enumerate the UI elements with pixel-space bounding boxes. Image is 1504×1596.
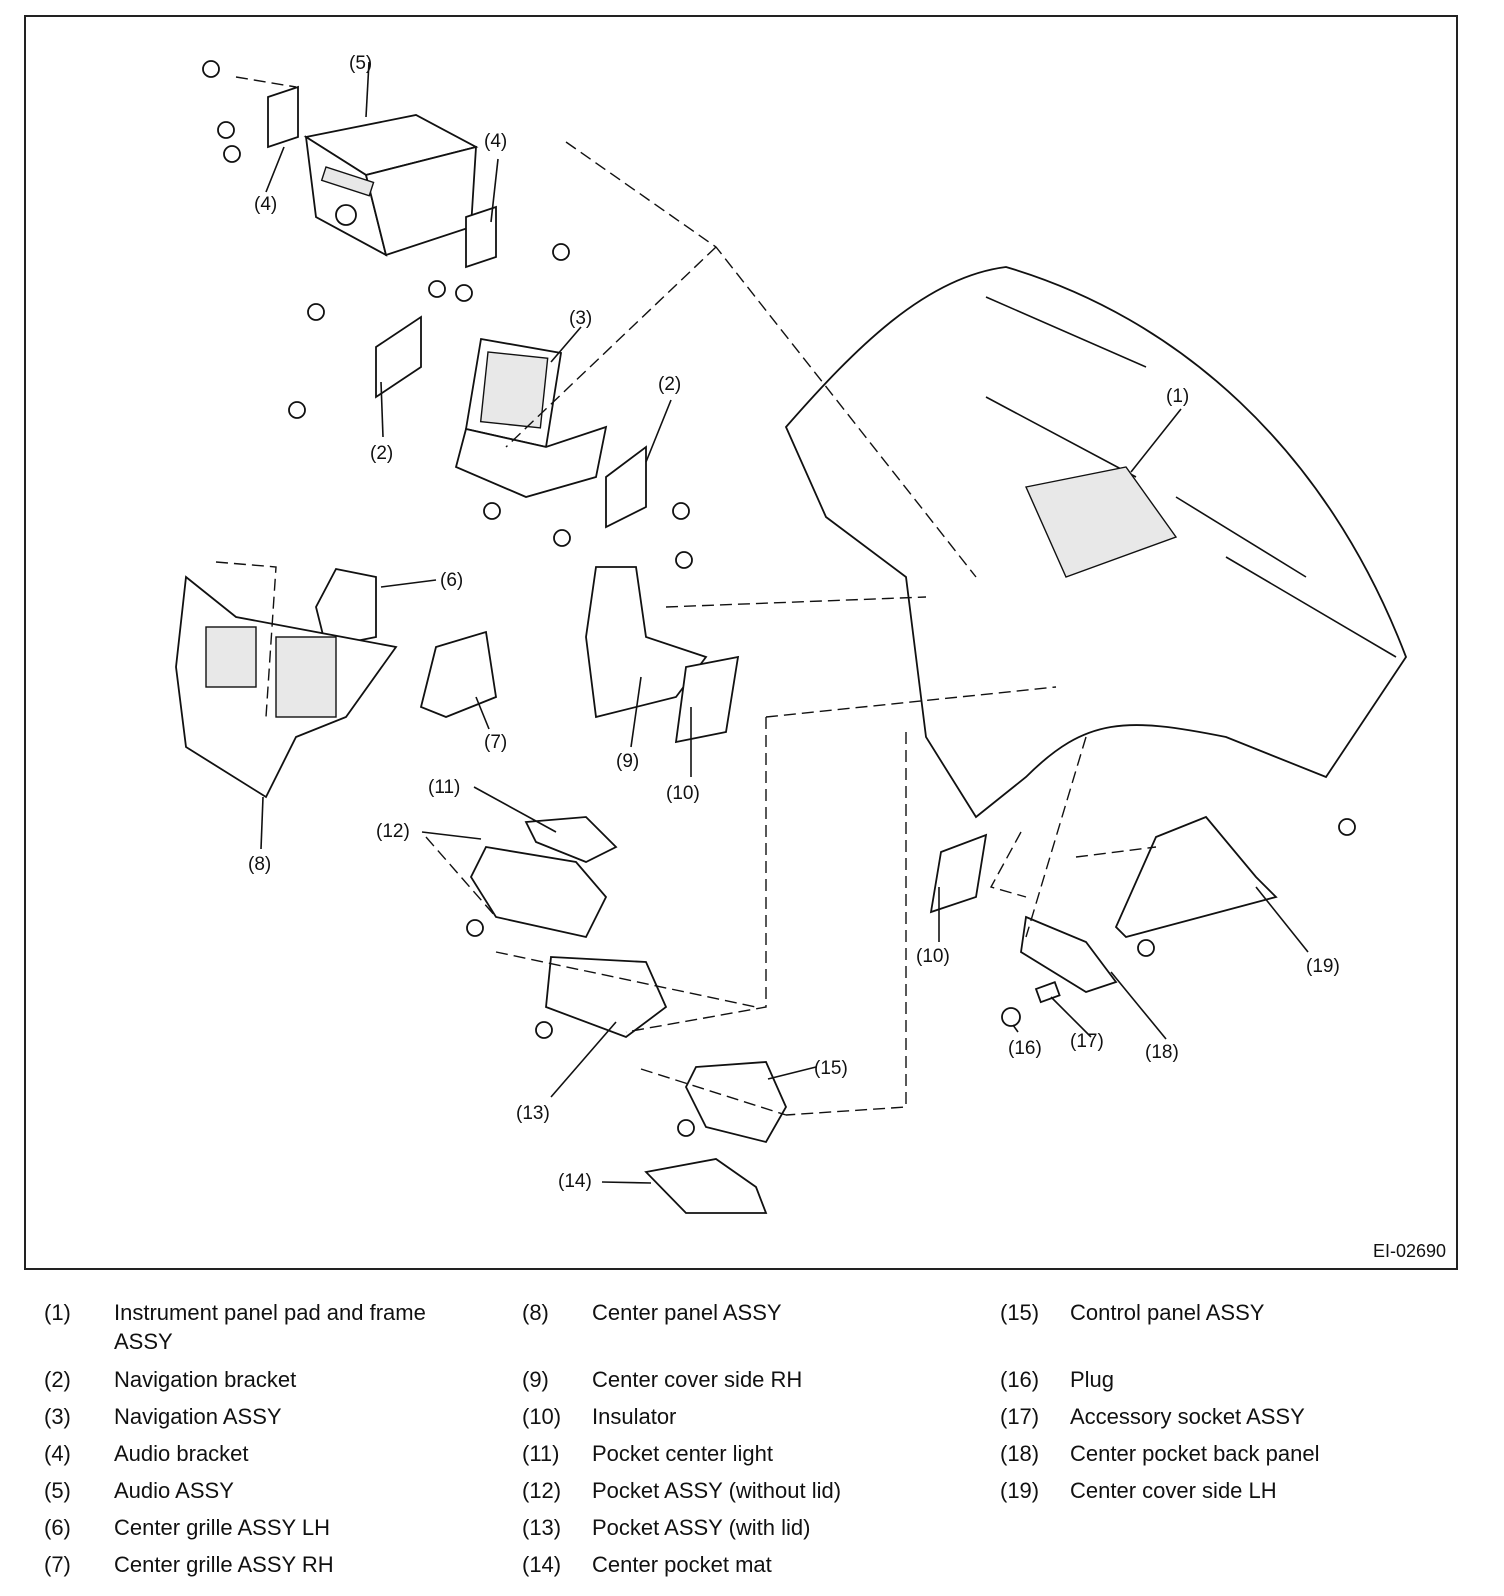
- diagram-frame: (1) (2) (2) (3) (4) (4) (5) (6) (7) (8) …: [24, 15, 1458, 1270]
- plug-part: [1001, 1007, 1021, 1027]
- leader-lines: [260, 61, 1309, 1184]
- insulator-upper: [674, 655, 740, 744]
- center-pocket-mat-part: [644, 1158, 768, 1214]
- callout-16: (16): [1008, 1038, 1042, 1059]
- assembly-lines: [215, 76, 1157, 1116]
- callout-10-upper: (10): [666, 783, 700, 804]
- callout-19: (19): [1306, 956, 1340, 977]
- callout-5: (5): [349, 53, 372, 74]
- instrument-panel-part: [784, 266, 1408, 819]
- callout-4-right: (4): [484, 131, 507, 152]
- navigation-bracket-left: [375, 315, 422, 399]
- callout-9: (9): [616, 751, 639, 772]
- audio-assy-part: [303, 114, 479, 257]
- control-panel-part: [684, 1061, 788, 1144]
- callout-1: (1): [1166, 386, 1189, 407]
- callout-6: (6): [440, 570, 463, 591]
- callout-7: (7): [484, 732, 507, 753]
- center-grille-rh-part: [419, 630, 497, 718]
- screws: [202, 60, 1356, 1137]
- pocket-with-lid-part: [545, 956, 668, 1039]
- callout-14: (14): [558, 1171, 592, 1192]
- center-cover-lh-part: [1114, 815, 1278, 939]
- center-pocket-back-panel-part: [1020, 915, 1118, 993]
- center-panel-part: [175, 575, 398, 799]
- pocket-without-lid-part: [469, 846, 608, 939]
- callout-17: (17): [1070, 1031, 1104, 1052]
- figure-id: EI-02690: [1372, 1241, 1446, 1261]
- callout-18: (18): [1145, 1042, 1179, 1063]
- callout-15: (15): [814, 1058, 848, 1079]
- insulator-lower: [929, 833, 988, 914]
- audio-bracket-right: [465, 205, 497, 269]
- navigation-bracket-right: [605, 445, 647, 529]
- navigation-assy-part: [454, 337, 608, 498]
- callout-2-right: (2): [658, 374, 681, 395]
- callout-3: (3): [569, 308, 592, 329]
- callout-2-left: (2): [370, 443, 393, 464]
- callout-13: (13): [516, 1103, 550, 1124]
- callout-10-lower: (10): [916, 946, 950, 967]
- parts-legend: (1)Instrument panel pad and frame ASSY (…: [44, 1300, 1320, 1577]
- exploded-view-drawing: (1) (2) (2) (3) (4) (4) (5) (6) (7) (8) …: [175, 53, 1408, 1214]
- callout-4-left: (4): [254, 194, 277, 215]
- accessory-socket-part: [1034, 981, 1061, 1004]
- callout-12: (12): [376, 821, 410, 842]
- callout-8: (8): [248, 854, 271, 875]
- audio-bracket-left: [267, 85, 299, 149]
- callout-11: (11): [428, 777, 460, 798]
- callout-labels: (1) (2) (2) (3) (4) (4) (5) (6) (7) (8) …: [248, 53, 1340, 1192]
